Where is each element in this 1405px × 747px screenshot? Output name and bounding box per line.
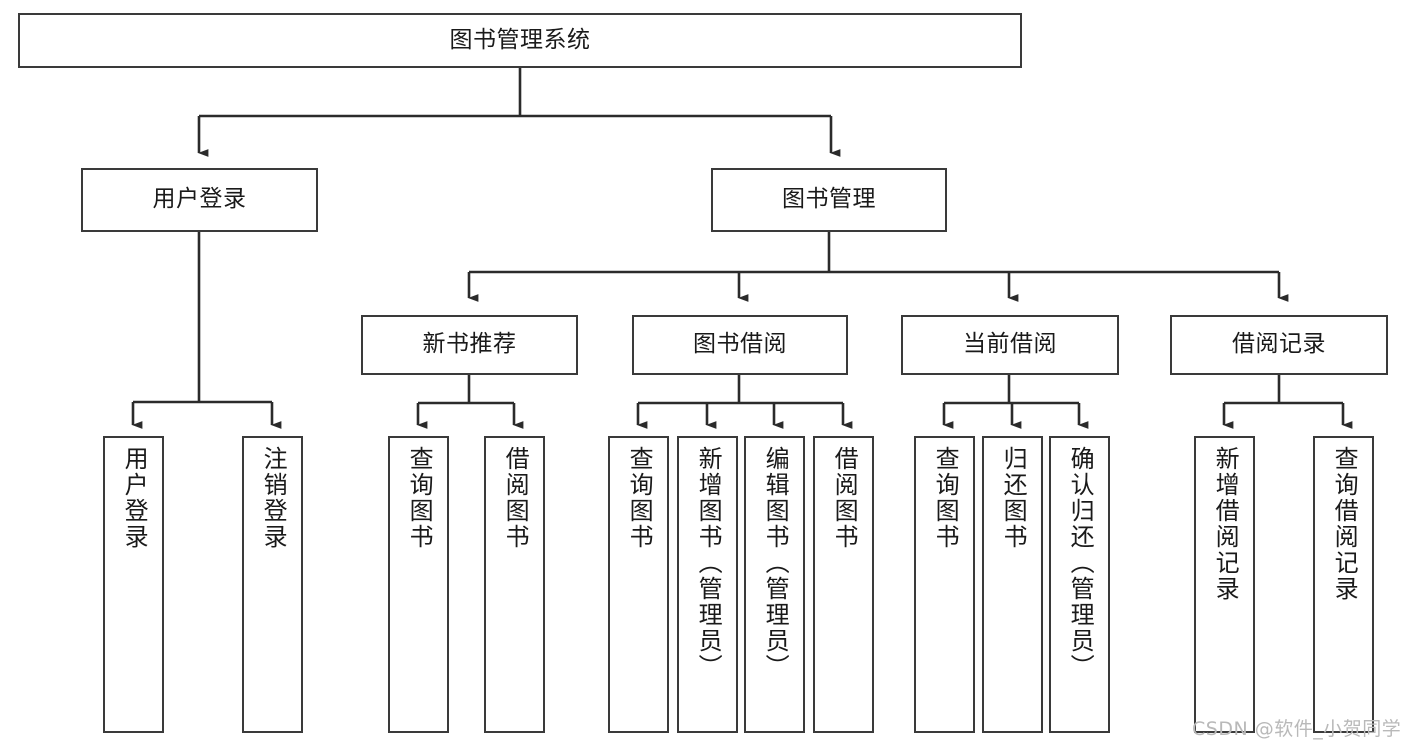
leaf-borrow-book-borrow[interactable]: 借阅图书 (813, 436, 874, 733)
node-label: 查询借阅记录 (1330, 446, 1359, 602)
node-current-borrow[interactable]: 当前借阅 (901, 315, 1119, 375)
leaf-add-book[interactable]: 新增图书（管理员） (677, 436, 738, 733)
node-label: 注销登录 (259, 446, 288, 550)
node-label: 借阅记录 (1232, 331, 1326, 358)
leaf-query-borrow-record[interactable]: 查询借阅记录 (1313, 436, 1374, 733)
leaf-borrow-book-new-recommend[interactable]: 借阅图书 (484, 436, 545, 733)
node-new-book-recommend[interactable]: 新书推荐 (361, 315, 578, 375)
leaf-add-borrow-record[interactable]: 新增借阅记录 (1194, 436, 1255, 733)
node-label: 新增借阅记录 (1211, 446, 1240, 602)
node-root-book-management-system[interactable]: 图书管理系统 (18, 13, 1022, 68)
node-book-borrow[interactable]: 图书借阅 (632, 315, 848, 375)
node-user-login[interactable]: 用户登录 (81, 168, 318, 232)
node-label: 确认归还（管理员） (1066, 446, 1095, 680)
leaf-logout-login[interactable]: 注销登录 (242, 436, 303, 733)
node-label: 归还图书 (999, 446, 1028, 550)
node-label: 编辑图书（管理员） (761, 446, 790, 680)
leaf-query-book-current[interactable]: 查询图书 (914, 436, 975, 733)
node-label: 新增图书（管理员） (694, 446, 723, 680)
node-label: 查询图书 (931, 446, 960, 550)
node-label: 图书管理 (782, 186, 876, 213)
leaf-query-book-borrow[interactable]: 查询图书 (608, 436, 669, 733)
node-label: 用户登录 (152, 186, 247, 213)
node-label: 查询图书 (405, 446, 434, 550)
node-label: 用户登录 (120, 446, 149, 550)
node-borrow-record[interactable]: 借阅记录 (1170, 315, 1388, 375)
node-book-management[interactable]: 图书管理 (711, 168, 947, 232)
leaf-query-book-new-recommend[interactable]: 查询图书 (388, 436, 449, 733)
node-label: 图书借阅 (693, 331, 787, 358)
node-label: 新书推荐 (422, 331, 517, 358)
node-label: 当前借阅 (963, 331, 1057, 358)
node-label: 借阅图书 (830, 446, 859, 550)
node-label: 借阅图书 (501, 446, 530, 550)
leaf-user-login[interactable]: 用户登录 (103, 436, 164, 733)
leaf-edit-book[interactable]: 编辑图书（管理员） (744, 436, 805, 733)
csdn-watermark: CSDN @软件_小贺同学 (1192, 718, 1402, 740)
leaf-return-book[interactable]: 归还图书 (982, 436, 1043, 733)
leaf-confirm-return[interactable]: 确认归还（管理员） (1049, 436, 1110, 733)
node-label: 图书管理系统 (449, 26, 591, 53)
node-label: 查询图书 (625, 446, 654, 550)
